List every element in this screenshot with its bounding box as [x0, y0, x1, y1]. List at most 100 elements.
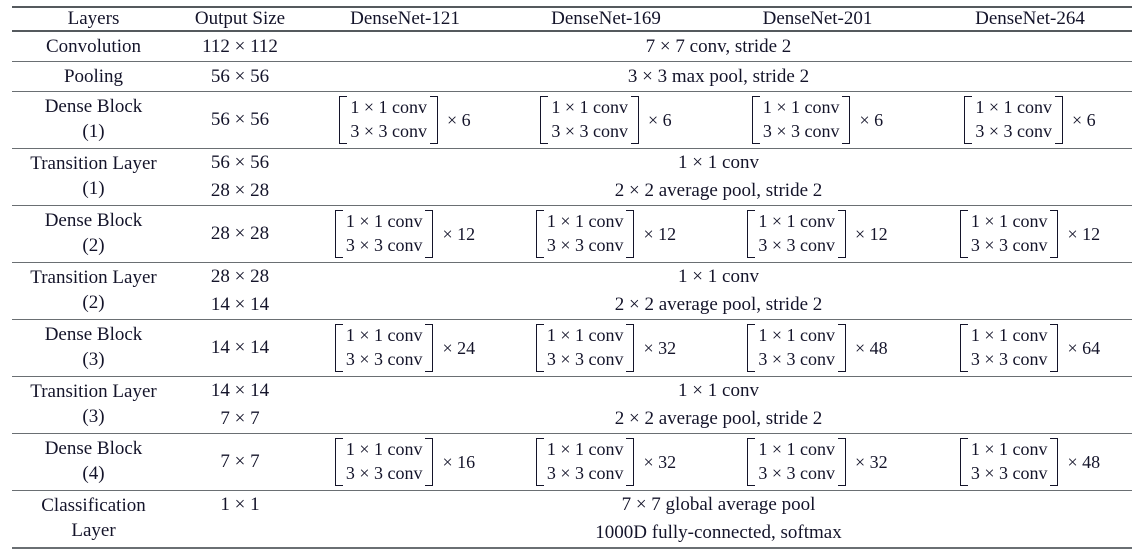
block-multiplier: × 32	[643, 451, 677, 472]
cell-dense-block-4-densenet-169: 1 × 1 conv 3 × 3 conv × 32	[505, 434, 707, 491]
block-multiplier: × 12	[1067, 223, 1101, 244]
block-row-1x1: 1 × 1 conv	[970, 439, 1048, 460]
block-multiplier: × 6	[1071, 109, 1096, 130]
block-row-3x3: 3 × 3 conv	[762, 121, 840, 141]
block-row-3x3: 3 × 3 conv	[345, 349, 423, 369]
matrix-bracket: 1 × 1 conv 3 × 3 conv	[536, 437, 635, 487]
cell-output-transition-layer-1-top: 56 × 56	[210, 152, 270, 173]
cell-spec-transition-layer-1-pool: 2 × 2 average pool, stride 2	[614, 180, 823, 201]
header-densenet-201: DenseNet-201	[762, 8, 873, 29]
row-transition-layer-1-bottom: 28 × 28 2 × 2 average pool, stride 2	[12, 177, 1132, 206]
block-row-1x1: 1 × 1 conv	[350, 97, 427, 118]
cell-layer-dense-block-1: Dense Block (1)	[12, 92, 175, 149]
block-row-3x3: 3 × 3 conv	[758, 235, 835, 255]
row-transition-layer-2-bottom: 14 × 14 2 × 2 average pool, stride 2	[12, 291, 1132, 320]
cell-spec-fully-connected-softmax: 1000D fully-connected, softmax	[595, 522, 842, 543]
block-row-3x3: 3 × 3 conv	[970, 349, 1048, 369]
matrix-bracket: 1 × 1 conv 3 × 3 conv	[752, 95, 851, 145]
transition-layer-1-label-line1: Transition Layer	[30, 153, 157, 175]
matrix-bracket: 1 × 1 conv 3 × 3 conv	[747, 323, 846, 373]
dense-block-1-label-line2: (1)	[82, 121, 105, 142]
dense-block-2-label-line2: (2)	[82, 235, 105, 256]
block-multiplier: × 48	[854, 337, 888, 358]
cell-output-transition-layer-1-bottom: 28 × 28	[210, 180, 270, 201]
transition-layer-3-label-line1: Transition Layer	[30, 381, 157, 403]
block-row-3x3: 3 × 3 conv	[975, 121, 1052, 141]
row-dense-block-3: Dense Block (3) 14 × 14 1 × 1 conv 3 × 3…	[12, 319, 1132, 377]
block-row-1x1: 1 × 1 conv	[762, 97, 840, 118]
cell-layer-transition-layer-1: Transition Layer (1)	[12, 149, 175, 206]
matrix-bracket: 1 × 1 conv 3 × 3 conv	[540, 95, 639, 145]
dense-block-4-label-line2: (4)	[82, 463, 105, 484]
transition-layer-3-label-line2: (3)	[82, 406, 105, 427]
block-row-1x1: 1 × 1 conv	[345, 211, 423, 232]
block-row-1x1: 1 × 1 conv	[975, 97, 1052, 118]
cell-spec-transition-layer-3-conv: 1 × 1 conv	[678, 380, 759, 401]
block-multiplier: × 32	[643, 337, 677, 358]
block-multiplier: × 6	[859, 109, 884, 130]
block-multiplier: × 24	[442, 337, 476, 358]
classification-label-line2: Layer	[71, 520, 116, 541]
matrix-bracket: 1 × 1 conv 3 × 3 conv	[960, 437, 1059, 487]
cell-dense-block-3-densenet-169: 1 × 1 conv 3 × 3 conv × 32	[505, 320, 707, 377]
block-row-3x3: 3 × 3 conv	[546, 349, 624, 369]
row-classification-layer-top: Classification Layer 1 × 1 7 × 7 global …	[12, 490, 1132, 541]
block-row-1x1: 1 × 1 conv	[551, 97, 628, 118]
cell-layer-transition-layer-3: Transition Layer (3)	[12, 377, 175, 434]
cell-output-transition-layer-2-top: 28 × 28	[210, 266, 270, 287]
row-dense-block-1: Dense Block (1) 56 × 56 1 × 1 conv 3 × 3…	[12, 91, 1132, 149]
block-row-1x1: 1 × 1 conv	[970, 211, 1048, 232]
row-pooling: Pooling 56 × 56 3 × 3 max pool, stride 2	[12, 61, 1132, 92]
header-densenet-264: DenseNet-264	[975, 8, 1085, 29]
cell-spec-transition-layer-2-conv: 1 × 1 conv	[678, 266, 759, 287]
block-row-3x3: 3 × 3 conv	[345, 463, 423, 483]
cell-spec-global-average-pool: 7 × 7 global average pool	[621, 494, 816, 515]
cell-output-dense-block-4: 7 × 7	[220, 451, 260, 472]
block-row-1x1: 1 × 1 conv	[546, 211, 624, 232]
dense-block-3-label-line1: Dense Block	[44, 324, 143, 346]
cell-layer-pooling: Pooling	[63, 65, 124, 87]
transition-layer-2-label-line2: (2)	[82, 292, 105, 313]
cell-dense-block-2-densenet-201: 1 × 1 conv 3 × 3 conv × 12	[707, 206, 928, 263]
header-densenet-169: DenseNet-169	[551, 8, 661, 29]
transition-layer-2-label-line1: Transition Layer	[30, 267, 157, 289]
row-dense-block-4: Dense Block (4) 7 × 7 1 × 1 conv 3 × 3 c…	[12, 433, 1132, 491]
block-row-1x1: 1 × 1 conv	[345, 439, 423, 460]
dense-block-4-label-line1: Dense Block	[44, 438, 143, 460]
cell-output-classification-bottom	[175, 519, 305, 548]
header-layers: Layers	[67, 8, 120, 29]
matrix-bracket: 1 × 1 conv 3 × 3 conv	[747, 437, 846, 487]
cell-spec-pooling: 3 × 3 max pool, stride 2	[627, 65, 810, 87]
block-multiplier: × 12	[442, 223, 476, 244]
matrix-bracket: 1 × 1 conv 3 × 3 conv	[339, 95, 438, 145]
cell-spec-transition-layer-3-pool: 2 × 2 average pool, stride 2	[614, 408, 823, 429]
cell-layer-transition-layer-2: Transition Layer (2)	[12, 263, 175, 320]
block-row-1x1: 1 × 1 conv	[546, 439, 624, 460]
densenet-architecture-table: Layers Output Size DenseNet-121 DenseNet…	[12, 6, 1132, 549]
block-row-1x1: 1 × 1 conv	[345, 325, 423, 346]
block-multiplier: × 6	[446, 109, 471, 130]
dense-block-2-label-line1: Dense Block	[44, 210, 143, 232]
row-classification-layer-bottom: 1000D fully-connected, softmax	[12, 519, 1132, 548]
block-row-1x1: 1 × 1 conv	[546, 325, 624, 346]
block-row-3x3: 3 × 3 conv	[970, 463, 1048, 483]
block-multiplier: × 12	[643, 223, 677, 244]
cell-dense-block-3-densenet-121: 1 × 1 conv 3 × 3 conv × 24	[305, 320, 505, 377]
matrix-bracket: 1 × 1 conv 3 × 3 conv	[964, 95, 1063, 145]
cell-output-classification-top: 1 × 1	[220, 494, 260, 515]
cell-output-dense-block-3: 14 × 14	[210, 337, 270, 358]
cell-output-transition-layer-3-top: 14 × 14	[210, 380, 270, 401]
block-row-3x3: 3 × 3 conv	[758, 349, 835, 369]
block-multiplier: × 16	[442, 451, 476, 472]
block-row-3x3: 3 × 3 conv	[758, 463, 835, 483]
block-multiplier: × 48	[1067, 451, 1101, 472]
cell-layer-dense-block-4: Dense Block (4)	[12, 434, 175, 491]
row-convolution: Convolution 112 × 112 7 × 7 conv, stride…	[12, 31, 1132, 62]
block-multiplier: × 32	[854, 451, 888, 472]
cell-dense-block-4-densenet-264: 1 × 1 conv 3 × 3 conv × 48	[928, 434, 1132, 491]
block-row-3x3: 3 × 3 conv	[551, 121, 628, 141]
cell-dense-block-1-densenet-121: 1 × 1 conv 3 × 3 conv × 6	[305, 92, 505, 149]
row-transition-layer-3-top: Transition Layer (3) 14 × 14 1 × 1 conv	[12, 376, 1132, 427]
dense-block-3-label-line2: (3)	[82, 349, 105, 370]
cell-dense-block-2-densenet-264: 1 × 1 conv 3 × 3 conv × 12	[928, 206, 1132, 263]
